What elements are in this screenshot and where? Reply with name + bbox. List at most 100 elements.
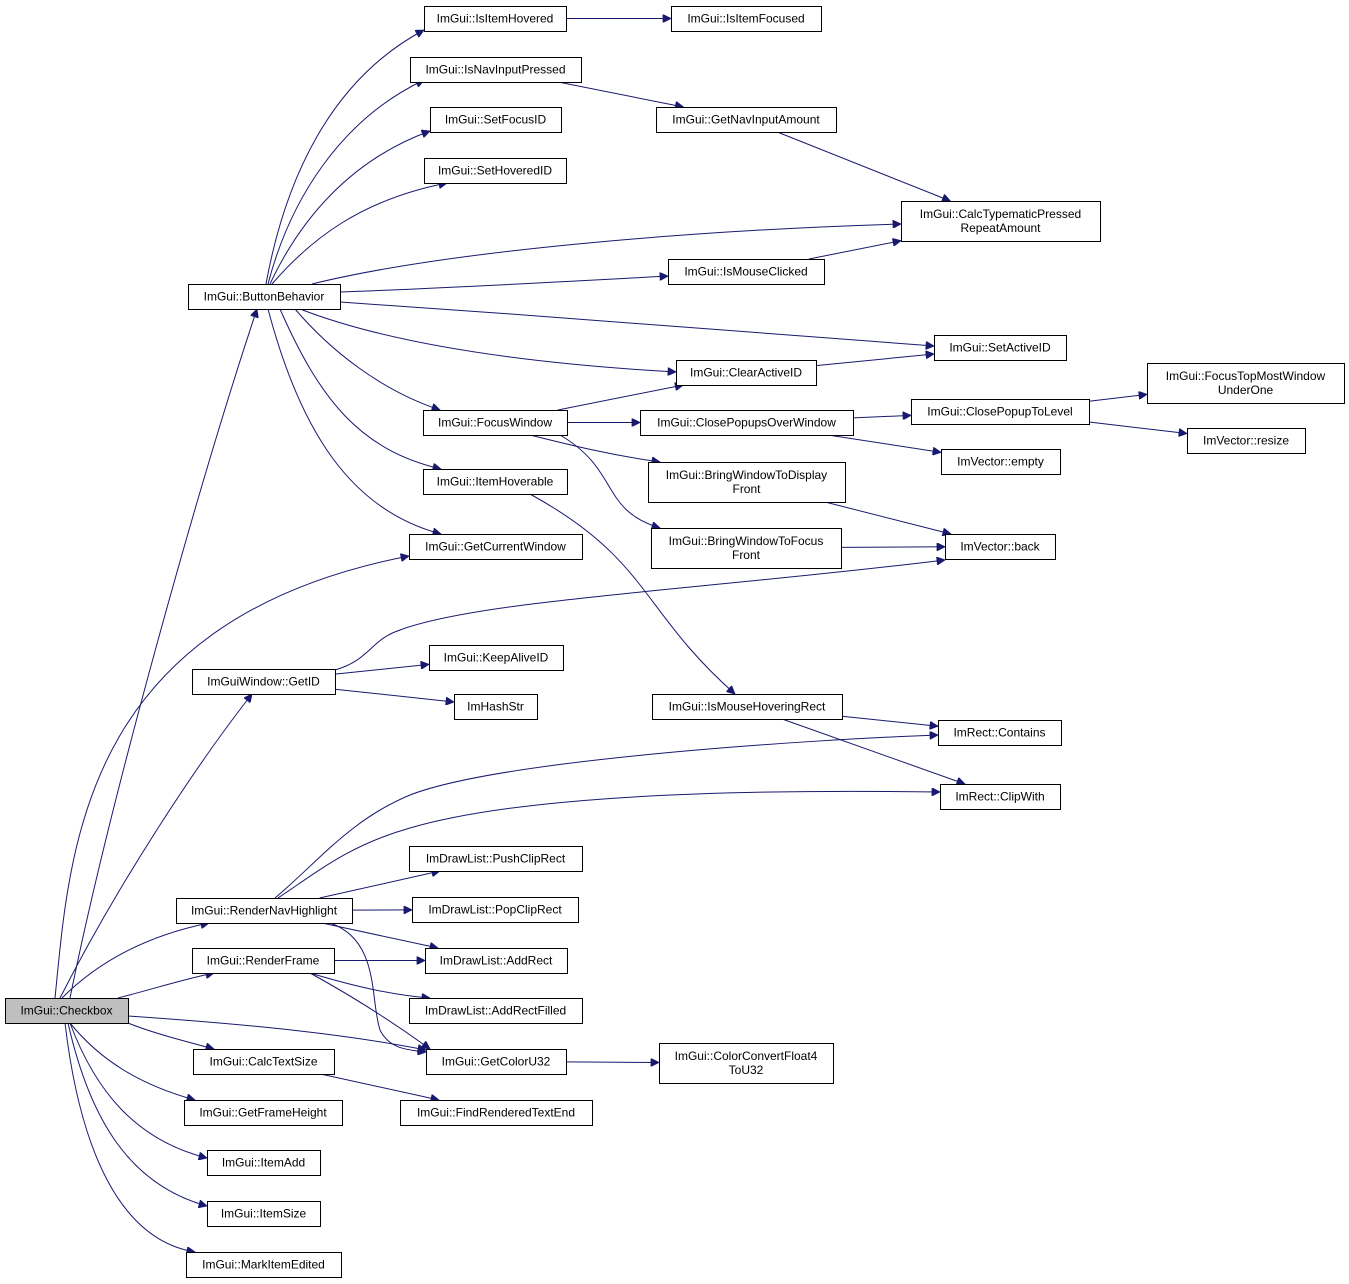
node-keepaliveid[interactable]: ImGui::KeepAliveID (429, 645, 564, 671)
edge-checkbox-to-getcurrentwindow (54, 556, 409, 999)
edge-getcoloru32-to-colorconvert (565, 1062, 659, 1063)
node-label: ImGui::IsMouseHoveringRect (669, 700, 826, 714)
edge-path (279, 308, 441, 469)
edge-checkbox-to-markitemedited (64, 1022, 195, 1252)
node-getframeheight[interactable]: ImGui::GetFrameHeight (184, 1100, 343, 1126)
node-isnavinputpressed[interactable]: ImGui::IsNavInputPressed (410, 57, 582, 83)
node-imguiwindowgetid[interactable]: ImGuiWindow::GetID (192, 669, 336, 695)
node-box (940, 784, 1061, 810)
node-label: ImGui::MarkItemEdited (202, 1258, 325, 1272)
node-label: ImGui::ItemHoverable (437, 475, 554, 489)
node-box (676, 360, 817, 386)
node-label: ImGui::KeepAliveID (444, 651, 549, 665)
node-box (424, 6, 567, 32)
node-imrectcontains[interactable]: ImRect::Contains (938, 720, 1062, 746)
edge-path (827, 434, 941, 452)
node-imvectorback[interactable]: ImVector::back (945, 534, 1056, 560)
edge-closepopuptolevel-to-focustopmostwindow (1088, 394, 1147, 402)
edge-path (271, 183, 447, 285)
edge-path (319, 871, 440, 899)
node-label: ImRect::ClipWith (955, 790, 1044, 804)
node-box (176, 898, 353, 924)
node-setfocusid[interactable]: ImGui::SetFocusID (430, 107, 562, 133)
node-label: UnderOne (1218, 383, 1274, 397)
node-isitemfocused[interactable]: ImGui::IsItemFocused (671, 6, 822, 32)
node-label: Front (732, 548, 761, 562)
node-ismouseclicked[interactable]: ImGui::IsMouseClicked (668, 259, 825, 285)
node-box (192, 669, 336, 695)
node-closepopupsoverwindow[interactable]: ImGui::ClosePopupsOverWindow (640, 410, 854, 436)
edge-path (557, 385, 684, 411)
node-label: ImRect::Contains (953, 726, 1045, 740)
edge-path (274, 735, 938, 899)
edge-focuswindow-to-bringwindowtofocus (559, 434, 660, 528)
node-imvectorresize[interactable]: ImVector::resize (1187, 428, 1306, 454)
node-sethoveredid[interactable]: ImGui::SetHoveredID (424, 158, 567, 184)
node-addrect[interactable]: ImDrawList::AddRect (425, 948, 568, 974)
node-box (409, 846, 583, 872)
node-label: ImGui::ItemAdd (222, 1156, 305, 1170)
node-imvectorempty[interactable]: ImVector::empty (941, 449, 1061, 475)
node-box (424, 158, 567, 184)
node-box (423, 469, 568, 495)
edge-path (277, 791, 940, 899)
edge-imguiwindowgetid-to-imvectorback (334, 560, 945, 671)
edge-path (267, 80, 424, 285)
edge-isnavinputpressed-to-getnavinputamount (558, 81, 683, 107)
node-label: ImGui::BringWindowToFocus (669, 534, 824, 548)
edge-path (781, 718, 965, 784)
node-isitemhovered[interactable]: ImGui::IsItemHovered (424, 6, 567, 32)
node-popcliprect[interactable]: ImDrawList::PopClipRect (412, 897, 579, 923)
node-box (901, 201, 1101, 242)
node-getcoloru32[interactable]: ImGui::GetColorU32 (426, 1049, 567, 1075)
node-renderframe[interactable]: ImGui::RenderFrame (192, 948, 335, 974)
node-focuswindow[interactable]: ImGui::FocusWindow (423, 410, 568, 436)
node-label: ImGui::IsItemFocused (687, 12, 804, 26)
node-getnavinputamount[interactable]: ImGui::GetNavInputAmount (656, 107, 837, 133)
edge-buttonbehavior-to-itemhoverable (279, 308, 441, 469)
node-box (938, 720, 1062, 746)
edge-path (841, 715, 938, 726)
node-markitemedited[interactable]: ImGui::MarkItemEdited (186, 1252, 342, 1278)
edge-path (1088, 394, 1147, 402)
edge-path (309, 972, 430, 1049)
edge-path (1088, 421, 1187, 434)
node-itemsize[interactable]: ImGui::ItemSize (207, 1201, 321, 1227)
node-getcurrentwindow[interactable]: ImGui::GetCurrentWindow (409, 534, 583, 560)
node-setactiveid[interactable]: ImGui::SetActiveID (934, 335, 1067, 361)
node-label: ImDrawList::AddRectFilled (425, 1004, 566, 1018)
node-box (5, 998, 129, 1024)
node-imrectclipwith[interactable]: ImRect::ClipWith (940, 784, 1061, 810)
edge-rendernavhighlight-to-imrectclipwith (277, 791, 940, 899)
node-closepopuptolevel[interactable]: ImGui::ClosePopupToLevel (911, 399, 1090, 425)
edge-path (69, 1022, 195, 1100)
node-label: ImGui::GetCurrentWindow (425, 540, 566, 554)
node-checkbox[interactable]: ImGui::Checkbox (5, 998, 129, 1024)
edge-checkbox-to-buttonbehavior (69, 309, 257, 999)
edge-path (294, 308, 440, 410)
node-label: ImGui::RenderFrame (207, 954, 320, 968)
node-itemhoverable[interactable]: ImGui::ItemHoverable (423, 469, 568, 495)
node-findrenderedtextend[interactable]: ImGui::FindRenderedTextEnd (400, 1100, 593, 1126)
node-addrectfilled[interactable]: ImDrawList::AddRectFilled (409, 998, 583, 1024)
node-calctextsize[interactable]: ImGui::CalcTextSize (193, 1049, 335, 1075)
edge-closepopuptolevel-to-imvectorresize (1088, 421, 1187, 434)
node-box (911, 399, 1090, 425)
edge-calctextsize-to-findrenderedtextend (320, 1073, 440, 1100)
node-clearactiveid[interactable]: ImGui::ClearActiveID (676, 360, 817, 386)
edge-buttonbehavior-to-isitemhovered (265, 29, 424, 285)
node-buttonbehavior[interactable]: ImGui::ButtonBehavior (188, 284, 341, 310)
node-label: ImGui::BringWindowToDisplay (666, 468, 827, 482)
node-ismousehoveringrect[interactable]: ImGui::IsMouseHoveringRect (652, 694, 843, 720)
node-rendernavhighlight[interactable]: ImGui::RenderNavHighlight (176, 898, 353, 924)
node-itemadd[interactable]: ImGui::ItemAdd (207, 1150, 321, 1176)
node-pushcliprect[interactable]: ImDrawList::PushClipRect (409, 846, 583, 872)
edge-renderframe-to-addrectfilled (309, 972, 430, 998)
edge-path (117, 973, 214, 999)
node-imhashstr[interactable]: ImHashStr (454, 694, 538, 720)
